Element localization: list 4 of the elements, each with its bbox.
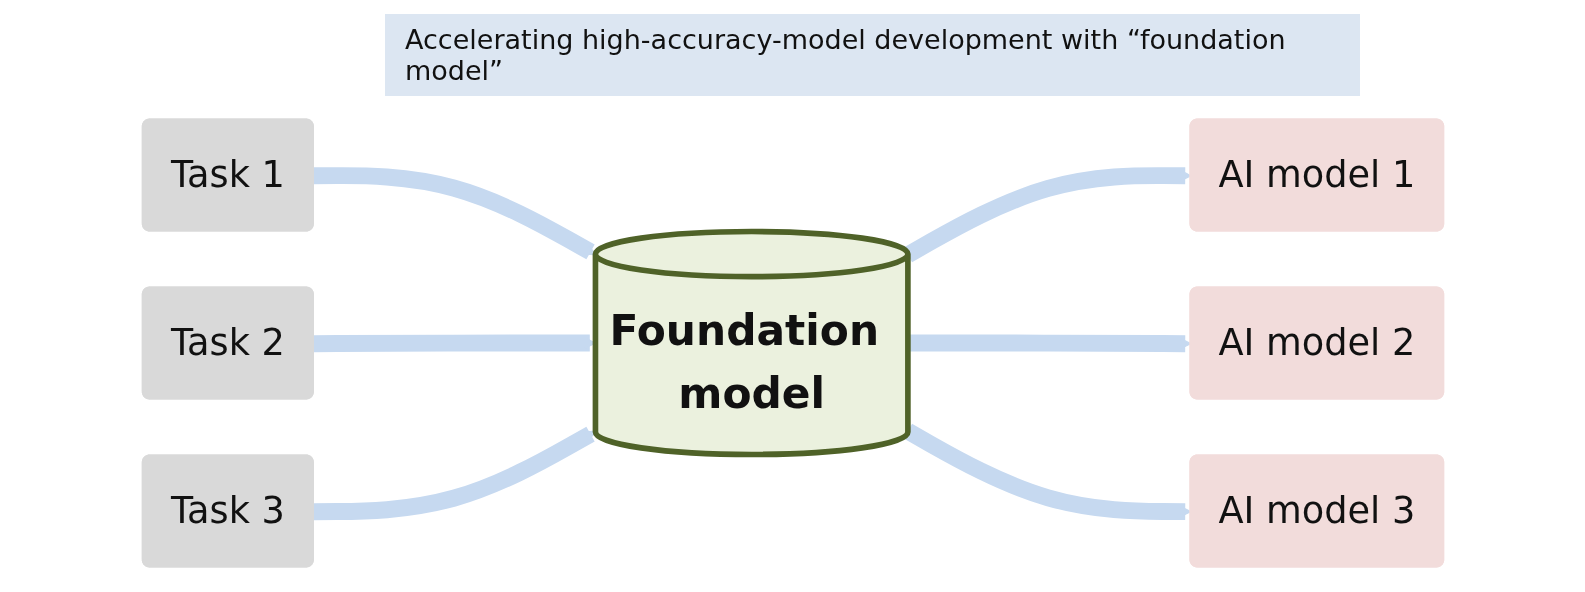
title-banner: Accelerating high-accuracy-model development with “foundation model” [385, 14, 1360, 96]
arrow [313, 426, 596, 520]
arrow [313, 334, 596, 352]
arrow [313, 166, 596, 259]
